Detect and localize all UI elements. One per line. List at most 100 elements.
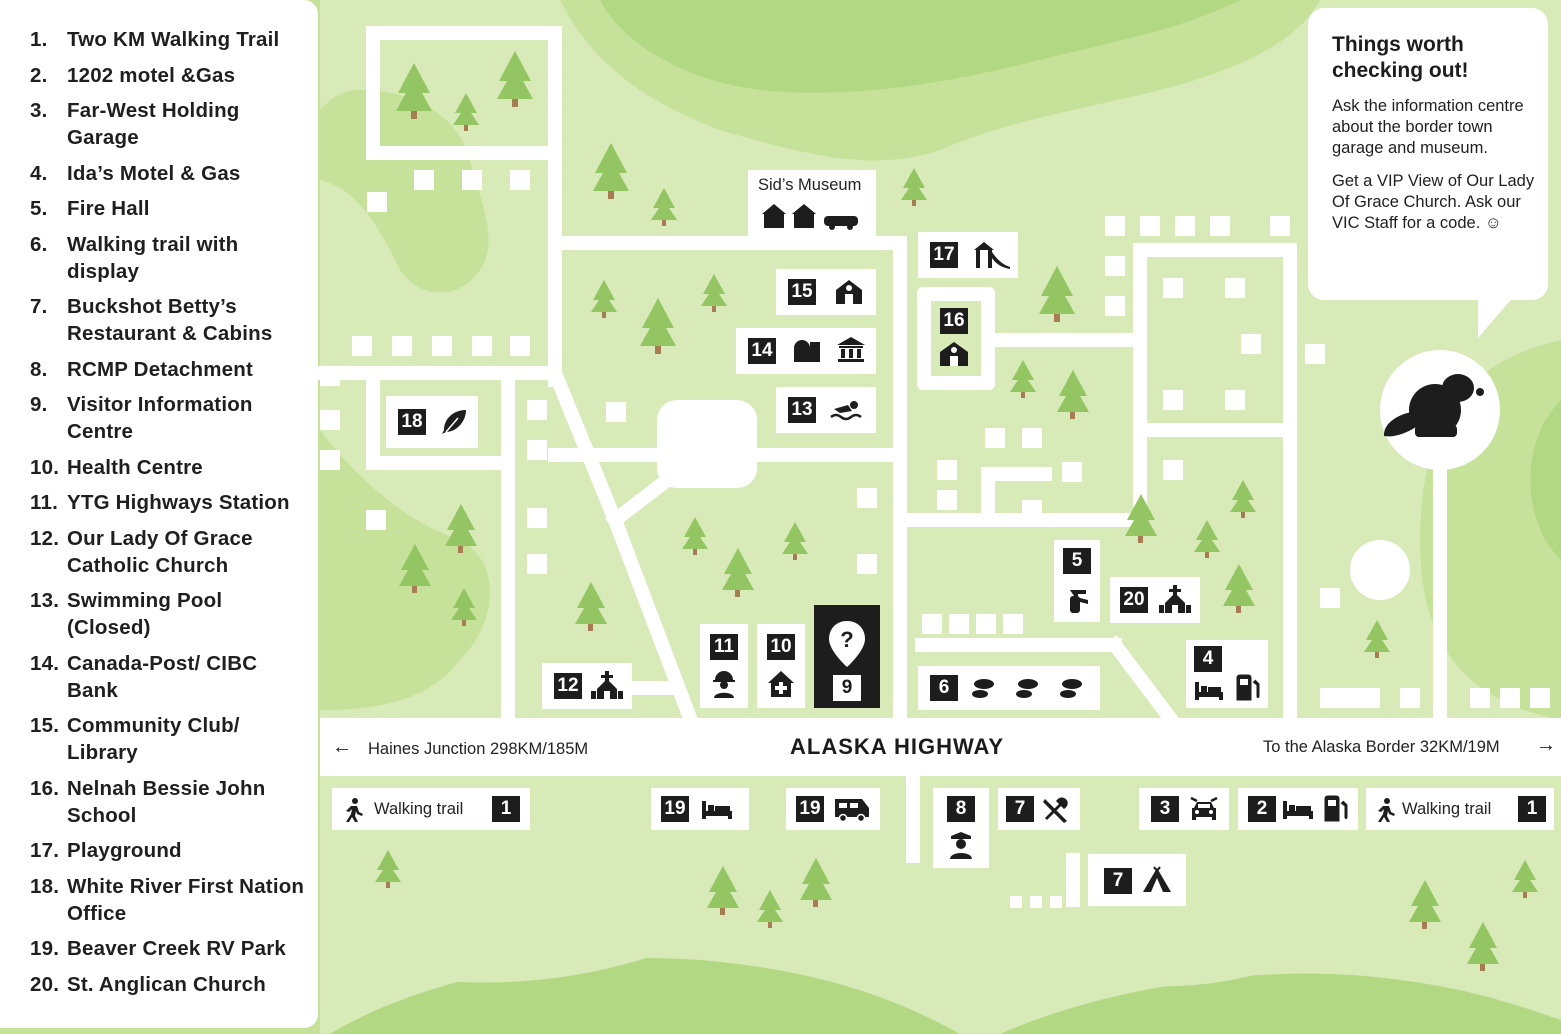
car-icon (1190, 796, 1218, 820)
marker-12-catholic-church[interactable]: 12 (542, 663, 632, 709)
badge-1-right: 1 (1518, 796, 1546, 822)
bed-icon (1195, 682, 1223, 700)
marker-18-first-nation-office[interactable]: 18 (386, 396, 478, 448)
legend-item-label: St. Anglican Church (67, 972, 266, 996)
legend-list: 1. Two KM Walking Trail 2.1202 motel &Gas 3… (0, 0, 318, 998)
marker-7-buckshot-bettys-cabins[interactable]: 7 (1088, 854, 1186, 906)
swimmer-icon (830, 401, 862, 421)
legend-item-number: 12. (30, 526, 60, 550)
legend-item-label: Nelnah Bessie John School (67, 776, 266, 827)
legend-item: 7.Buckshot Betty’s Restaurant & Cabins (0, 293, 318, 347)
marker-2-1202-motel-gas[interactable]: 2 (1238, 788, 1358, 830)
marker-15-community-club[interactable]: 15 (776, 269, 876, 315)
badge-16[interactable]: 16 (940, 308, 968, 334)
marker-13-swimming-pool[interactable]: 13 (776, 387, 876, 433)
legend-item-label: Community Club/ Library (67, 714, 240, 764)
badge-13: 13 (788, 397, 816, 423)
marker-17-playground[interactable]: 17 (918, 232, 1018, 278)
legend-item: 14. Canada-Post/ CIBC Bank (0, 650, 318, 704)
fork-knife-icon (1043, 797, 1068, 823)
legend-item: 19.Beaver Creek RV Park (0, 935, 318, 962)
marker-20-anglican-church[interactable]: 20 (1110, 577, 1200, 623)
legend-item-number: 6. (30, 232, 48, 256)
legend-item-label: Two KM Walking Trail (67, 28, 280, 51)
feather-icon (442, 410, 466, 434)
legend-item-label: Canada-Post/ CIBC Bank (67, 651, 258, 702)
legend-item-label: Buckshot Betty’s Restaurant & Cabins (67, 295, 273, 345)
marker-1-walking-trail-right[interactable]: Walking trail 1 (1366, 788, 1554, 830)
legend-item: 11.YTG Highways Station (0, 489, 318, 516)
badge-5: 5 (1063, 548, 1091, 574)
badge-11: 11 (710, 634, 738, 660)
info-title: Things worth checking out! (1332, 33, 1469, 82)
badge-17: 17 (930, 242, 958, 268)
marker-6-walking-trail-display[interactable]: 6 (918, 666, 1100, 710)
legend-panel: 1. Two KM Walking Trail 2.1202 motel &Gas 3… (0, 0, 318, 1028)
badge-20: 20 (1120, 587, 1148, 613)
legend-item-number: 9. (30, 393, 48, 416)
bank-icon (837, 337, 865, 362)
marker-11-highways-station[interactable]: 11 (700, 624, 748, 708)
info-para-1: Ask the information centre about the bor… (1332, 97, 1524, 157)
legend-item: 5.Fire Hall (0, 195, 318, 222)
badge-1-left: 1 (492, 796, 520, 822)
legend-item-number: 16. (30, 776, 60, 800)
museum-label: Sid’s Museum (758, 176, 862, 194)
legend-item-number: 15. (30, 714, 60, 737)
legend-item: 6.Walking trail with display (0, 231, 318, 285)
badge-8: 8 (947, 796, 975, 822)
badge-10: 10 (767, 634, 795, 660)
museum-buildings-icon (762, 204, 858, 230)
marker-1-walking-trail-left[interactable]: Walking trail 1 (332, 788, 530, 830)
info-bubble: Things worth checking out! Ask the infor… (1308, 8, 1548, 300)
church-icon (1159, 585, 1191, 613)
marker-14-canada-post[interactable]: 14 (736, 328, 876, 374)
legend-item: 8.RCMP Detachment (0, 356, 318, 383)
legend-item-label: Beaver Creek RV Park (67, 937, 287, 960)
marker-8-rcmp[interactable]: 8 (933, 788, 989, 868)
info-para-2: Get a VIP View of Our Lady Of Grace Chur… (1332, 172, 1535, 232)
marker-19-rv-park-lodging[interactable]: 19 (651, 788, 749, 830)
badge-12: 12 (554, 673, 582, 699)
legend-item: 18.White River First Nation Office (0, 873, 318, 927)
legend-item-number: 1. (30, 28, 48, 51)
legend-item-label: RCMP Detachment (67, 357, 254, 381)
church-icon (591, 671, 623, 699)
walking-person-icon (346, 798, 363, 822)
marker-3-far-west-garage[interactable]: 3 (1139, 788, 1229, 830)
marker-19-rv-park[interactable]: 19 (786, 788, 880, 830)
legend-item-label: Our Lady Of Grace Catholic Church (67, 526, 253, 577)
legend-item: 3.Far-West Holding Garage (0, 97, 318, 151)
badge-6: 6 (930, 675, 958, 701)
svg-text:?: ? (840, 627, 853, 652)
marker-7-buckshot-bettys-restaurant[interactable]: 7 (998, 788, 1080, 830)
worker-icon (713, 671, 735, 698)
legend-item-number: 14. (30, 651, 60, 675)
badge-19-b: 19 (796, 796, 824, 822)
legend-item: 9.Visitor Information Centre (0, 391, 318, 445)
legend-item-label: Fire Hall (67, 197, 150, 220)
legend-item-label: White River First Nation Office (67, 874, 305, 925)
medical-house-icon (768, 671, 794, 697)
marker-4-idas-motel[interactable]: 4 (1186, 640, 1268, 708)
legend-item-label: Health Centre (67, 455, 203, 479)
alaska-highway: ← Haines Junction 298KM/185M To the Alas… (320, 718, 1561, 776)
highway-title: ALASKA HIGHWAY (790, 734, 1005, 759)
badge-14: 14 (748, 338, 776, 364)
highway-right-destination: To the Alaska Border 32KM/19M (1263, 738, 1500, 756)
sids-museum-marker[interactable]: Sid’s Museum (748, 170, 876, 238)
marker-10-health-centre[interactable]: 10 (757, 624, 805, 708)
arrow-left-icon: ← (332, 736, 352, 758)
bed-icon (702, 801, 732, 819)
legend-item-number: 17. (30, 839, 60, 862)
marker-9-visitor-centre[interactable]: ? 9 (814, 605, 880, 708)
badge-3: 3 (1151, 796, 1179, 822)
legend-item-number: 4. (30, 161, 48, 185)
info-pin-icon: ? (829, 621, 865, 667)
marker-5-fire-hall[interactable]: 5 (1054, 540, 1100, 622)
gas-pump-icon (1324, 795, 1348, 822)
legend-item: 2.1202 motel &Gas (0, 62, 318, 89)
legend-item-number: 11. (30, 491, 58, 514)
legend-item-label: Swimming Pool (Closed) (67, 589, 223, 639)
footprints-icon (972, 679, 1082, 698)
